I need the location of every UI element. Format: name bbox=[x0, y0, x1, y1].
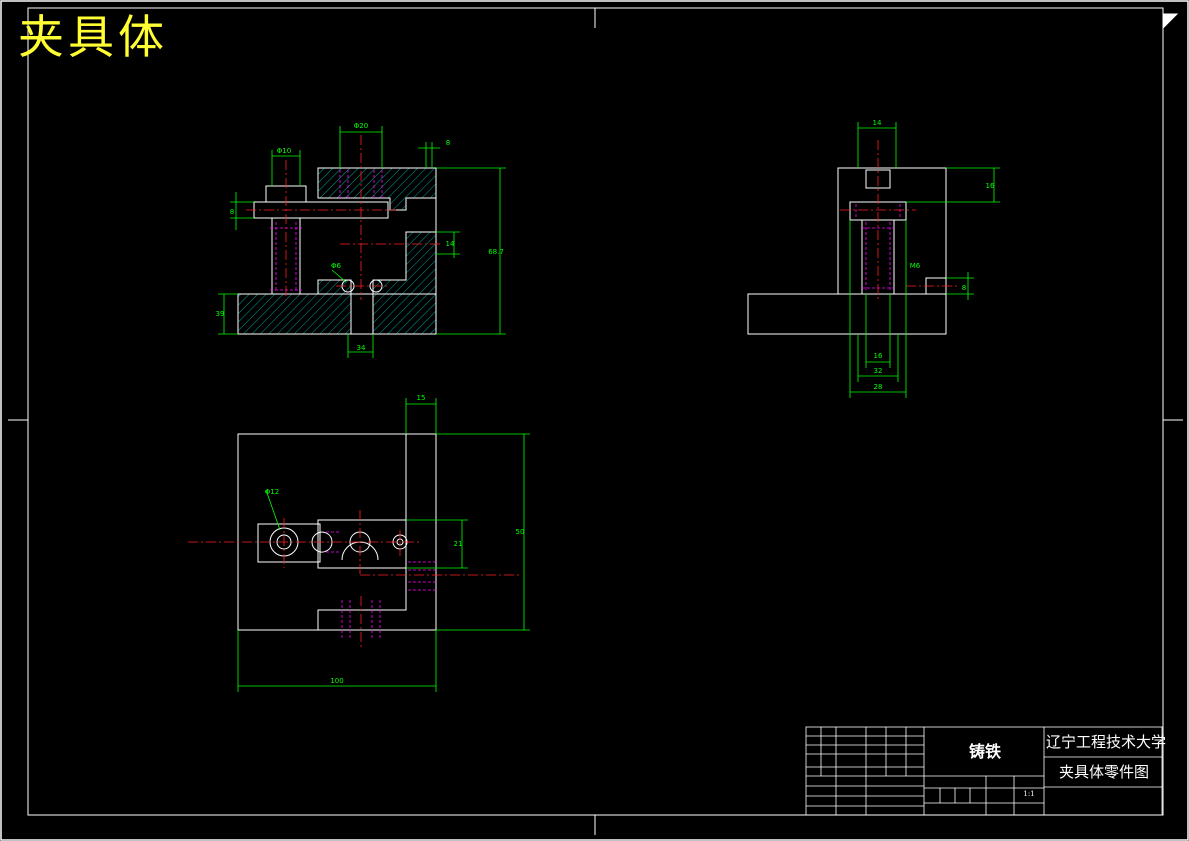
dim-side-3: M6 bbox=[910, 262, 921, 270]
dim-front-9: Φ6 bbox=[331, 262, 342, 270]
front-view: Φ10 Φ20 8 8 14 68.7 39 34 Φ6 bbox=[216, 122, 506, 358]
dim-side-4: 8 bbox=[962, 284, 966, 292]
dim-side-7: 28 bbox=[874, 383, 883, 391]
dim-side-5: 16 bbox=[874, 352, 883, 360]
scale-value: 1:1 bbox=[1023, 790, 1035, 798]
dim-front-4: 8 bbox=[230, 208, 234, 216]
dim-side-6: 32 bbox=[874, 367, 883, 375]
dim-side-1: 14 bbox=[873, 119, 882, 127]
front-view-section bbox=[237, 167, 437, 335]
dim-top-3: 21 bbox=[454, 540, 463, 548]
drawing-name: 夹具体零件图 bbox=[1058, 763, 1149, 781]
dim-front-1: Φ10 bbox=[277, 147, 291, 155]
dim-front-7: 39 bbox=[216, 310, 225, 318]
side-view: 14 16 M6 8 16 32 28 bbox=[747, 119, 1000, 398]
dim-side-2: 16 bbox=[986, 182, 995, 190]
dim-top-2: Φ12 bbox=[265, 488, 279, 496]
dim-top-5: 100 bbox=[330, 677, 343, 685]
title-block bbox=[805, 726, 1163, 816]
dim-front-2: Φ20 bbox=[354, 122, 368, 130]
dim-front-3: 8 bbox=[446, 139, 450, 147]
dim-top-4: 50 bbox=[516, 528, 525, 536]
dim-top-1: 15 bbox=[417, 394, 426, 402]
dim-front-5: 14 bbox=[446, 240, 455, 248]
top-view: 15 Φ12 21 50 100 bbox=[188, 394, 530, 692]
dim-front-6: 68.7 bbox=[488, 248, 504, 256]
material-label: 铸铁 bbox=[968, 742, 1001, 761]
school-name: 辽宁工程技术大学 bbox=[1046, 733, 1167, 751]
dim-front-8: 34 bbox=[357, 344, 366, 352]
drawing-title: 夹具体 bbox=[18, 10, 168, 64]
